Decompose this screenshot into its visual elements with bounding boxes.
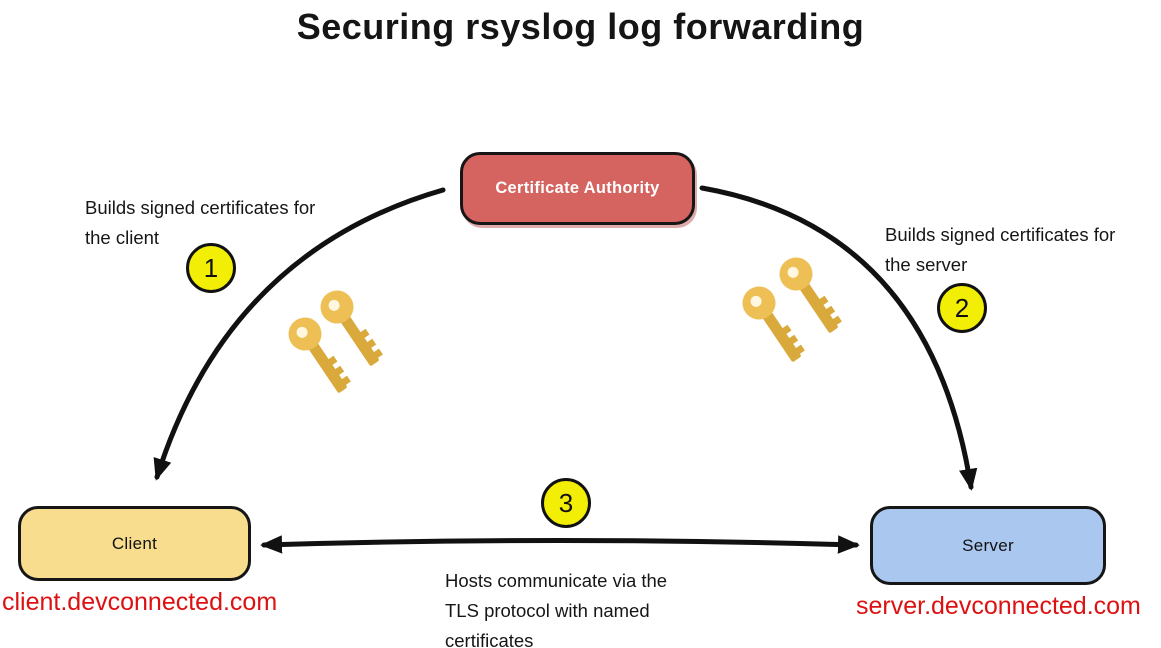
client-label: Client	[111, 533, 158, 553]
note-line: the server	[885, 254, 968, 275]
client-hostname: client.devconnected.com	[2, 588, 278, 616]
key-icon	[736, 280, 811, 369]
key-icon	[773, 251, 848, 340]
note-line: Builds signed certificates for	[885, 224, 1116, 245]
certificate-authority-label: Certificate Authority	[495, 179, 660, 197]
client-key-pair	[282, 284, 389, 400]
step-number: 2	[954, 292, 970, 323]
note-line: the client	[85, 227, 160, 248]
step-number: 3	[558, 487, 574, 518]
arrow-ca-to-client	[153, 187, 446, 481]
step-badge-2: 2	[937, 283, 987, 333]
client-node: Client	[18, 506, 251, 581]
step-badge-1: 1	[186, 243, 236, 293]
note-ca-to-client: Builds signed certificates for the clien…	[85, 193, 315, 253]
server-key-pair	[736, 251, 848, 369]
certificate-authority-node: Certificate Authority	[460, 152, 695, 225]
note-line: Hosts communicate via the	[445, 570, 668, 591]
note-line: TLS protocol with named	[445, 600, 650, 621]
step-badge-3: 3	[541, 478, 591, 528]
note-line: certificates	[445, 630, 534, 648]
step-number: 1	[203, 252, 219, 283]
note-ca-to-server: Builds signed certificates for the serve…	[885, 220, 1115, 280]
page-title: Securing rsyslog log forwarding	[296, 6, 865, 47]
note-line: Builds signed certificates for	[85, 197, 316, 218]
server-hostname: server.devconnected.com	[856, 592, 1141, 620]
server-node: Server	[870, 506, 1106, 585]
arrow-ca-to-server	[699, 185, 978, 491]
arrow-client-server	[260, 535, 860, 554]
server-label: Server	[962, 535, 1014, 555]
note-client-server: Hosts communicate via the TLS protocol w…	[445, 566, 667, 648]
